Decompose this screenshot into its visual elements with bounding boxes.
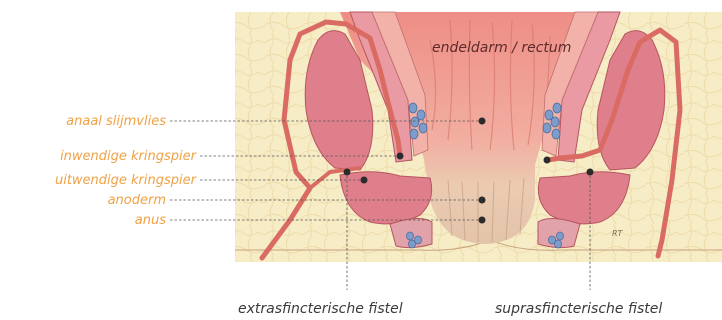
label-anoderm: anoderm: [108, 193, 166, 208]
dot-anoderm: [479, 197, 486, 204]
label-extrasfincterische-fistel: extrasfincterische fistel: [238, 301, 403, 317]
rectum-title: endeldarm / rectum: [432, 40, 571, 56]
dot-anus: [479, 217, 486, 224]
dot-uitwendige-kringspier-1: [344, 169, 351, 176]
label-inwendige-kringspier: inwendige kringspier: [60, 149, 198, 164]
label-anus: anus: [135, 213, 166, 228]
artist-signature: RT: [612, 229, 624, 238]
label-anaal-slijmvlies: anaal slijmvlies: [66, 114, 166, 129]
dot-uitwendige-kringspier-2: [361, 177, 368, 184]
label-suprasfincterische-fistel: suprasfincterische fistel: [495, 301, 662, 317]
label-uitwendige-kringspier: uitwendige kringspier: [55, 173, 198, 188]
dot-inwendige-kringspier: [397, 153, 404, 160]
dot-suprasphincteric: [587, 169, 594, 176]
dot-anaal-slijmvlies: [479, 118, 486, 125]
dot-suprasphincteric-inner: [544, 157, 551, 164]
